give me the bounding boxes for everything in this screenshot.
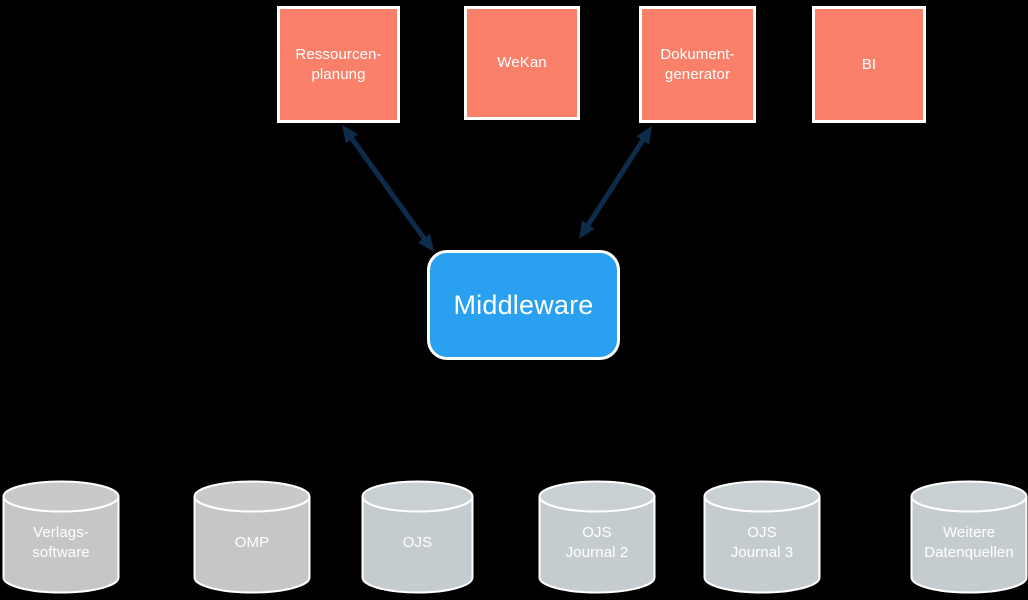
data-source-label: OJS Journal 3 (730, 524, 794, 561)
middleware-to-ressourcenplanung (342, 125, 434, 252)
data-source-label: Weitere Datenquellen (924, 524, 1014, 561)
cylinder-shape-icon (2, 480, 120, 594)
application-box[interactable]: Dokument- generator (639, 6, 756, 123)
arrow-head-icon (579, 220, 595, 239)
data-source-cylinder[interactable]: OMP (193, 480, 311, 594)
application-box-label: BI (861, 55, 877, 73)
cylinder-shape-icon (538, 480, 656, 594)
middleware-node[interactable]: Middleware (427, 250, 620, 360)
cylinder-shape-icon (361, 480, 474, 594)
cylinder-shape-icon (703, 480, 821, 594)
cylinder-shape-icon (910, 480, 1028, 594)
data-source-label: Verlags- software (32, 524, 90, 561)
data-source-cylinder[interactable]: Verlags- software (2, 480, 120, 594)
application-box[interactable]: Ressourcen- planung (277, 6, 400, 123)
middleware-label: Middleware (453, 289, 594, 320)
application-box-label: Ressourcen- planung (295, 45, 382, 83)
arrow-head-icon (417, 233, 434, 252)
application-box-label: Dokument- generator (660, 45, 735, 83)
data-source-cylinder[interactable]: OJS Journal 2 (538, 480, 656, 594)
data-source-label: OJS Journal 2 (565, 524, 629, 561)
middleware-to-dokumentgenerator (579, 126, 652, 239)
application-box[interactable]: WeKan (464, 6, 580, 120)
arrow-head-icon (636, 126, 652, 145)
cylinder-shape-icon (193, 480, 311, 594)
data-source-label: OMP (234, 534, 270, 551)
data-source-cylinder[interactable]: OJS Journal 3 (703, 480, 821, 594)
application-box-label: WeKan (497, 54, 547, 72)
data-source-cylinder[interactable]: Weitere Datenquellen (910, 480, 1028, 594)
application-box[interactable]: BI (812, 6, 926, 123)
data-source-cylinder[interactable]: OJS (361, 480, 474, 594)
arrow-head-icon (342, 125, 359, 144)
data-source-label: OJS (402, 534, 433, 551)
